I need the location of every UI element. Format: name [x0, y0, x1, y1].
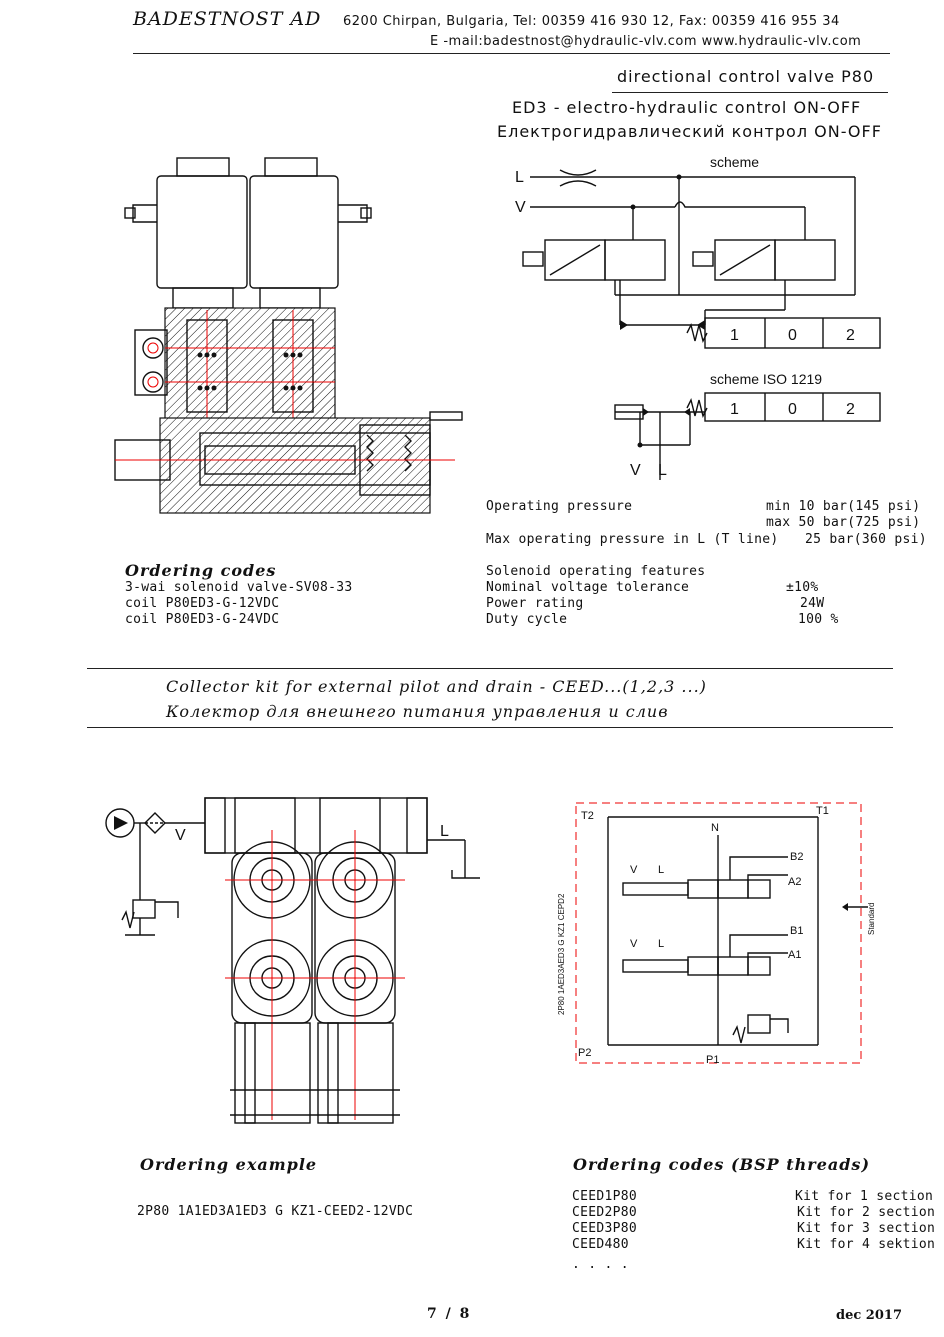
ed3-title-en: ED3 - electro-hydraulic control ON-OFF — [512, 98, 862, 117]
ordering-codes-heading: Ordering codes — [125, 561, 277, 580]
circuit-side-label: 2P80 1AED3AED3 G KZ1 CEPD2 — [557, 893, 566, 1015]
ordering-example-code: 2P80 1A1ED3A1ED3 G KZ1-CEED2-12VDC — [137, 1204, 414, 1219]
ordering-code-item: coil P80ED3-G-24VDC — [125, 612, 280, 627]
iso-pos-0: 0 — [788, 401, 797, 418]
collector-title-en: Collector kit for external pilot and dra… — [166, 677, 707, 696]
page-number: 7 / 8 — [427, 1306, 472, 1322]
solenoid-label: Power rating — [486, 596, 584, 611]
header-divider — [133, 53, 890, 54]
solenoid-label: Nominal voltage tolerance — [486, 580, 690, 595]
pos-1: 1 — [730, 327, 739, 344]
bsp-more: . . . . — [572, 1257, 629, 1272]
valve-section-drawing — [114, 157, 463, 514]
port-P2: P2 — [578, 1047, 591, 1059]
line-label-L: L — [515, 169, 524, 186]
iso-label-V: V — [630, 462, 641, 479]
scheme-iso-label: scheme ISO 1219 — [710, 371, 822, 387]
port-P1: P1 — [706, 1054, 719, 1066]
port-B1: B1 — [790, 925, 803, 937]
circuit-label-L: L — [658, 864, 664, 876]
iso-pos-1: 1 — [730, 401, 739, 418]
collector-drawing: V L — [105, 797, 480, 1124]
company-name: BADESTNOST AD — [133, 8, 322, 30]
circuit-label-L-2: L — [658, 938, 664, 950]
line-label-V: V — [515, 199, 526, 216]
ordering-bsp-heading: Ordering codes (BSP threads) — [573, 1155, 871, 1174]
product-title: directional control valve P80 — [617, 67, 875, 86]
bsp-code: CEED1P80 — [572, 1189, 638, 1204]
collector-label-V: V — [175, 827, 186, 844]
port-T1: T1 — [816, 805, 829, 817]
section-divider-top — [87, 668, 893, 669]
solenoid-value: ±10% — [786, 580, 819, 595]
bsp-desc: Kit for 2 section — [797, 1205, 936, 1220]
spec-value-0: min 10 bar(145 psi) — [766, 499, 921, 514]
ed3-title-ru: Електрогидравлический контрол ON-OFF — [497, 122, 882, 141]
bsp-code: CEED3P80 — [572, 1221, 638, 1236]
node-N: N — [711, 822, 719, 834]
iso-pos-2: 2 — [846, 401, 855, 418]
bsp-code: CEED480 — [572, 1237, 629, 1252]
solenoid-value: 100 % — [798, 612, 839, 627]
collector-title-ru: Колектор для внешнего питания управления… — [166, 702, 669, 721]
bsp-desc: Kit for 4 sektion — [797, 1237, 936, 1252]
port-B2: B2 — [790, 851, 803, 863]
port-A1: A1 — [788, 949, 801, 961]
solenoid-heading: Solenoid operating features — [486, 564, 706, 579]
spec-label-0: Operating pressure — [486, 499, 633, 514]
bsp-desc: Kit for 3 section — [797, 1221, 936, 1236]
footer-date: dec 2017 — [836, 1308, 902, 1323]
collector-label-L: L — [440, 823, 449, 840]
pos-2: 2 — [846, 327, 855, 344]
port-A2: A2 — [788, 876, 801, 888]
ordering-code-item: 3-wai solenoid valve-SV08-33 — [125, 580, 353, 595]
spec-value-1: max 50 bar(725 psi) — [766, 515, 921, 530]
company-contact: E -mail:badestnost@hydraulic-vlv.com www… — [430, 34, 862, 49]
spec-value-2: 25 bar(360 psi) — [805, 532, 927, 547]
scheme-label: scheme — [710, 154, 759, 170]
spec-label-2: Max operating pressure in L (T line) — [486, 532, 779, 547]
ordering-code-item: coil P80ED3-G-12VDC — [125, 596, 280, 611]
iso-label-L: L — [658, 462, 667, 479]
pos-0: 0 — [788, 327, 797, 344]
port-T2: T2 — [581, 810, 594, 822]
standard-label: Standard — [867, 903, 876, 935]
company-address: 6200 Chirpan, Bulgaria, Tel: 00359 416 9… — [343, 14, 840, 29]
hydraulic-scheme: scheme L V 1 0 2 scheme ISO 1219 1 0 2 — [515, 154, 881, 480]
section-divider-bottom — [87, 727, 893, 728]
solenoid-label: Duty cycle — [486, 612, 568, 627]
circuit-label-V: V — [630, 864, 638, 876]
circuit-label-V-2: V — [630, 938, 638, 950]
ordering-example-heading: Ordering example — [140, 1155, 318, 1174]
bsp-code: CEED2P80 — [572, 1205, 638, 1220]
title-underline — [612, 92, 888, 93]
solenoid-value: 24W — [800, 596, 825, 611]
bsp-desc: Kit for 1 section — [795, 1189, 934, 1204]
circuit-diagram: T2 T1 N P2 P1 B2 A2 V L B1 A1 V L Standa… — [557, 802, 876, 1066]
